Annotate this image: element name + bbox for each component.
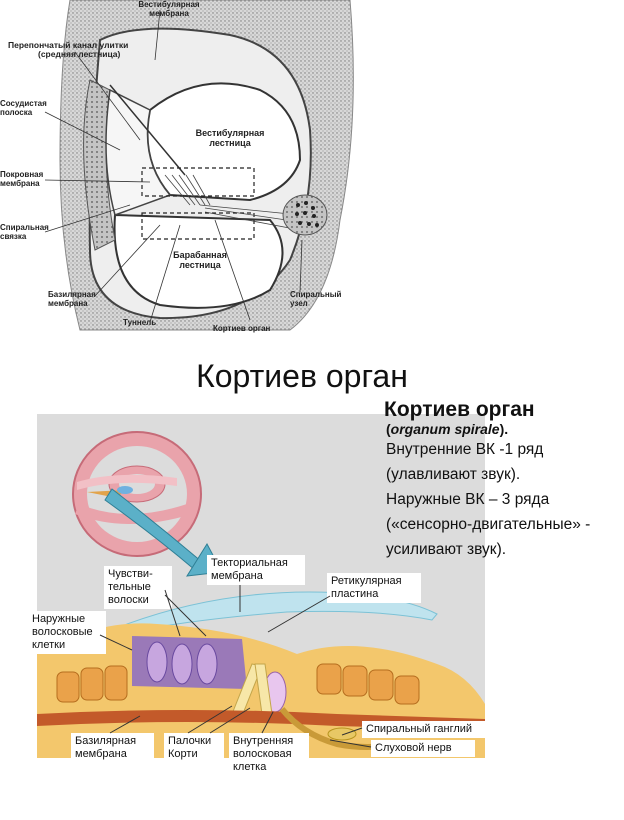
description-line-2: (улавливают звук). [386, 466, 521, 483]
description-line-5: усиливают звук). [386, 541, 507, 558]
spiral-ganglion-callout: Спиральный ганглий [362, 721, 496, 738]
reticular-lamina-callout: Ретикулярная пластина [327, 573, 421, 603]
organ-corti-heading: Кортиев орган [384, 398, 535, 421]
vestibular-membrane-label: Вестибулярная мембрана [138, 0, 200, 18]
sensory-hairs-callout: Чувстви- тельные волоски [104, 566, 172, 609]
scala-tympani-label: Барабанная лестница [173, 250, 227, 270]
stria-vascularis-label: Сосудистая полоска [0, 99, 47, 117]
corti-pillars-callout: Палочки Корти [164, 733, 224, 763]
spiral-ligament-label: Спиральная связка [0, 223, 49, 241]
inner-hair-cell-callout: Внутренняя волосковая клетка [229, 733, 309, 776]
scala-vestibuli-label: Вестибулярная лестница [195, 128, 265, 148]
auditory-nerve-callout: Слуховой нерв [371, 740, 475, 757]
organ-corti-label: Кортиев орган [213, 324, 271, 333]
tectorial-membrane-label: Покровная мембрана [0, 170, 44, 188]
tectorial-membrane-callout: Текториальная мембрана [207, 555, 305, 585]
tunnel-label: Туннель [123, 318, 157, 327]
spiral-ganglion-label: Спиральный узел [290, 290, 342, 308]
slide-title: Кортиев орган [196, 358, 408, 394]
basilar-membrane-label: Базилярная мембрана [48, 290, 96, 308]
cochlea-cross-section-drawing [44, 0, 354, 331]
outer-hair-cells-callout: Наружные волосковые клетки [28, 611, 106, 654]
organ-corti-latin-subtitle: (organum spirale). [386, 421, 509, 437]
basilar-membrane-callout: Базилярная мембрана [71, 733, 154, 763]
description-line-4: («сенсорно-двигательные» - [386, 516, 591, 533]
cochlear-duct-label: Перепончатый канал улитки (средняя лестн… [8, 40, 129, 59]
cochlea-cross-section-figure: Вестибулярная мембрана Перепончатый кана… [0, 0, 624, 340]
description-line-3: Наружные ВК – 3 ряда [386, 491, 550, 508]
description-line-1: Внутренние ВК -1 ряд [386, 441, 544, 458]
